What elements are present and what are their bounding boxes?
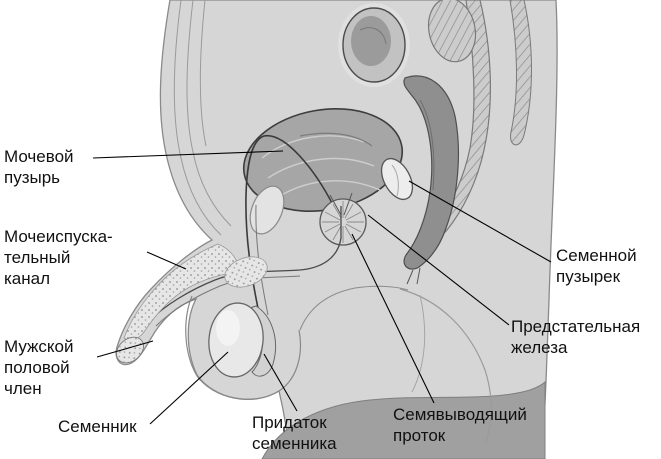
label-prostate: Предстательная железа [511, 317, 641, 358]
prostate-shape [319, 192, 367, 246]
buttock-contour [399, 288, 492, 443]
label-vas-deferens: Семявыводящий проток [393, 405, 527, 446]
leader-prostate [367, 214, 510, 326]
buttock-crease [411, 294, 426, 393]
label-seminal-vesicle: Семенной пузырек [556, 246, 637, 287]
label-penis: Мужской половой член [4, 337, 74, 399]
label-urethra: Мочеиспуска- тельный канал [4, 227, 113, 289]
leader-seminal [408, 180, 552, 263]
penis-shape [116, 243, 268, 364]
rectum-inner-line [419, 99, 435, 191]
abdominal-wall-lines [173, 0, 232, 236]
leader-bladder [92, 150, 284, 159]
leader-penis [96, 340, 154, 358]
intestine-section [338, 3, 410, 87]
iliac-bone [509, 0, 532, 146]
label-bladder: Мочевой пузырь [4, 147, 74, 188]
glans-shape [116, 336, 144, 364]
pubic-bone-shape [249, 185, 285, 235]
leader-urethra [146, 251, 187, 270]
leader-epididymis [263, 353, 298, 412]
label-testis: Семенник [58, 417, 137, 436]
seminal-vesicle-shape [380, 157, 414, 201]
rectum-shape [403, 75, 460, 270]
scrotum-outline [185, 295, 302, 400]
label-epididymis: Придаток семенника [252, 413, 337, 454]
leader-lines [92, 150, 552, 425]
leader-vas [351, 233, 435, 404]
urethra-wall-line [155, 275, 301, 327]
anus-marks [406, 267, 421, 285]
vertebra-bone [427, 0, 477, 63]
leader-testis [149, 351, 229, 425]
testis-highlight [216, 310, 240, 346]
seat-band [261, 380, 546, 459]
pelvic-floor-line [299, 285, 409, 331]
